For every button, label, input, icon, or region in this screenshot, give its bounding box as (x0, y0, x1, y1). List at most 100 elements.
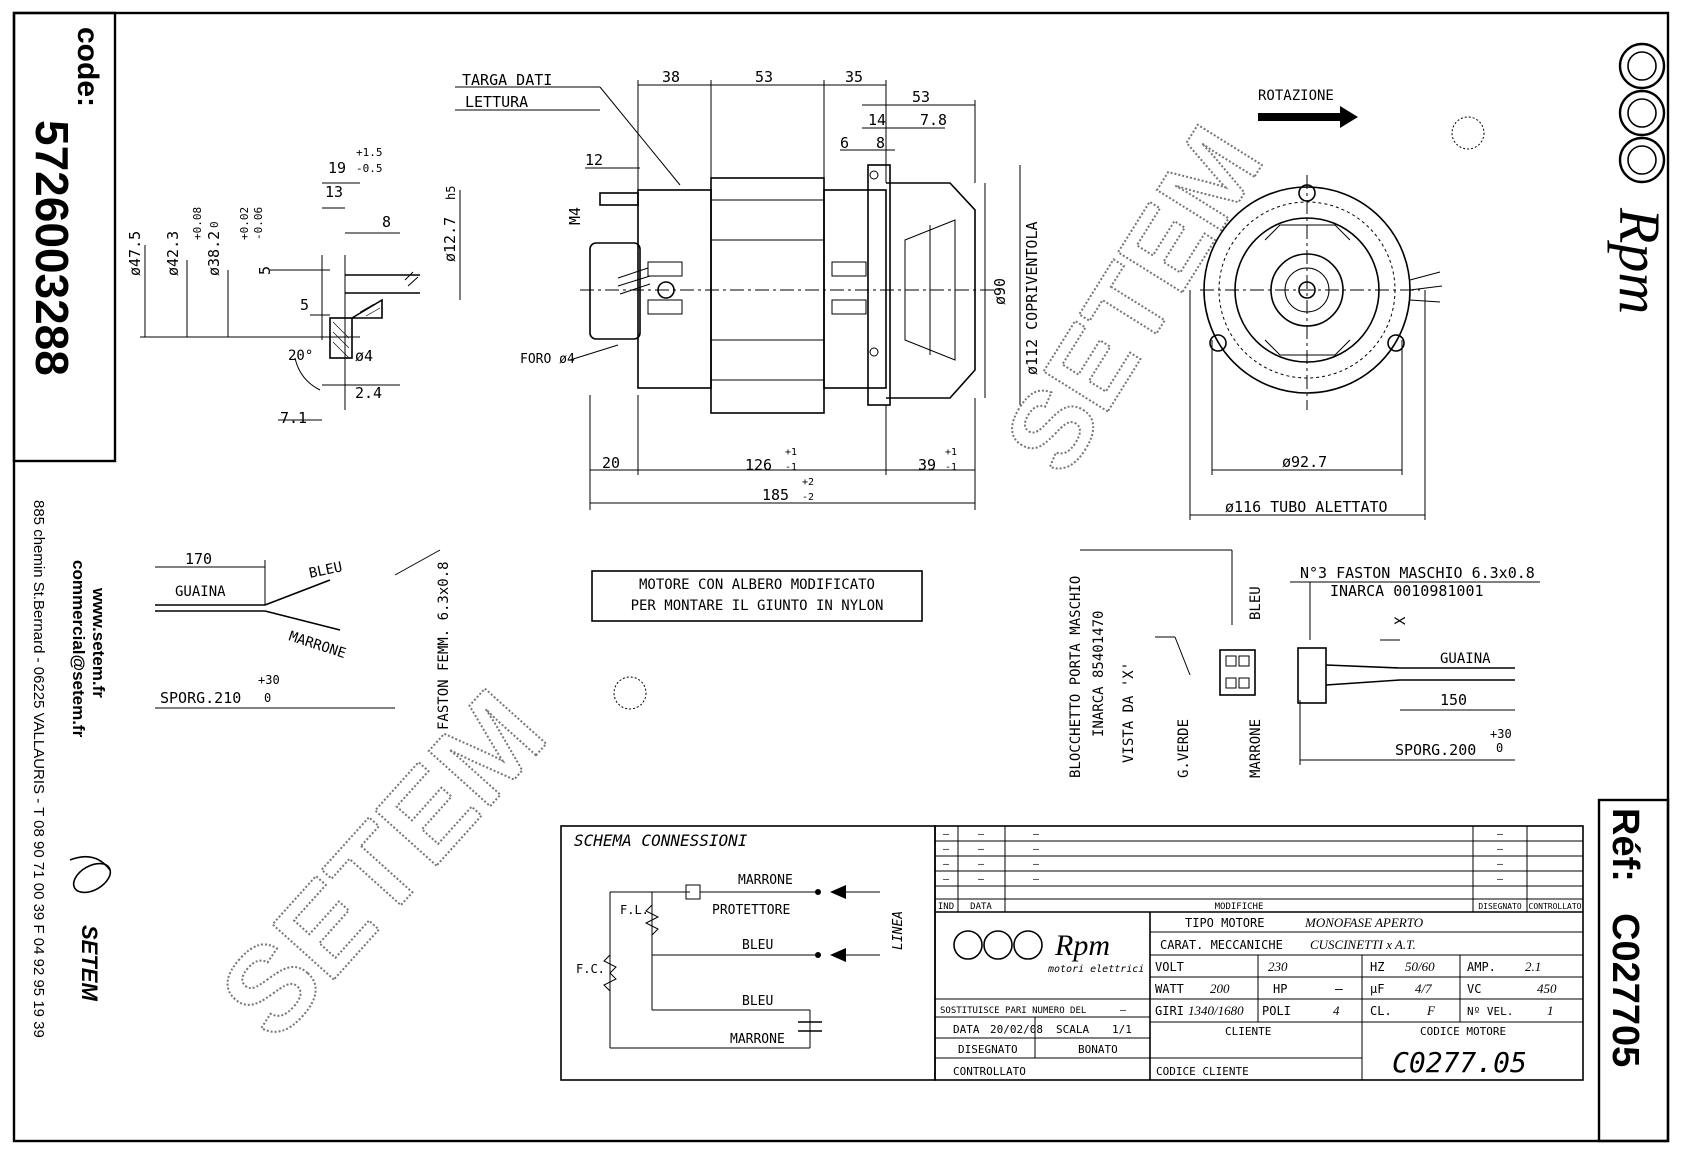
rpm-ring-icon-1 (1618, 42, 1666, 90)
rev-dash-1d: – (1497, 829, 1504, 840)
hp-label: HP (1273, 982, 1287, 996)
title-logo: Rpm motori elettrici (953, 929, 1144, 975)
hz-label: HZ (1370, 960, 1384, 974)
dim-20: 20 (602, 454, 620, 472)
dim-35: 35 (845, 68, 863, 86)
label-x: X (1393, 616, 1409, 625)
label-targa-dati: TARGA DATI (462, 71, 552, 89)
tipo-motore-label: TIPO MOTORE (1185, 916, 1264, 930)
schema-bleu-mid: BLEU (742, 938, 773, 953)
rev-dash-2a: – (943, 844, 950, 855)
rotation-arrow-icon (1258, 106, 1358, 128)
dim-19: 19 (328, 159, 346, 177)
ref-group: Réf: C027705 (1604, 808, 1646, 1067)
rev-dash-4c: – (1033, 874, 1040, 885)
schema-title: SCHEMA CONNESSIONI (574, 831, 748, 850)
rev-dash-3d: – (1497, 859, 1504, 870)
setem-logo: SETEM (69, 855, 112, 1001)
connector-detail: BLOCCHETTO PORTA MASCHIO INARCA 85401470… (1068, 549, 1540, 778)
dim-5-horiz: 5 (300, 296, 309, 314)
website: www.setem.fr (89, 587, 108, 698)
dim-47-5: ø47.5 (126, 231, 144, 276)
resistor-fl-icon (644, 904, 660, 936)
label-marrone-conn: MARRONE (1248, 719, 1264, 778)
cable-sporg-tol-up: +30 (258, 673, 280, 687)
giri-value: 1340/1680 (1188, 1003, 1244, 1018)
disegnato-label: DISEGNATO (958, 1043, 1018, 1056)
dim-53-right: 53 (912, 88, 930, 106)
carat-label: CARAT. MECCANICHE (1160, 938, 1283, 952)
hz-value: 50/60 (1405, 959, 1435, 974)
label-rotazione: ROTAZIONE (1258, 88, 1334, 104)
tol-minus-006: -0.06 (252, 207, 265, 240)
rev-dash-1c: – (1033, 829, 1040, 840)
label-lettura: LETTURA (465, 93, 528, 111)
watermark-text-2: SETEM (195, 666, 571, 1063)
schema-linea: LINEA (891, 911, 906, 950)
dim-12-7: ø12.7 (441, 217, 459, 262)
codice-motore-value: C0277.05 (1392, 1046, 1527, 1079)
scala-value: 1/1 (1112, 1023, 1132, 1036)
cable-guaina: GUAINA (175, 584, 226, 600)
rev-dash-3a: – (943, 859, 950, 870)
rev-dash-1a: – (943, 829, 950, 840)
dim-20-deg: 20° (288, 348, 313, 364)
dim-7-1: 7.1 (280, 409, 307, 427)
ref-box (1597, 798, 1670, 1143)
rev-dash-3b: – (978, 859, 985, 870)
resistor-fc-icon (603, 954, 617, 992)
dim-42-3: ø42.3 (164, 231, 182, 276)
dim-185-tol-dn: -2 (802, 492, 814, 503)
connector-block (1219, 649, 1256, 696)
dim-126-tol-up: +1 (785, 447, 797, 458)
shaft-detail: ø47.5 ø42.3 ø38.2 +0.08 0 +0.02 -0.06 5 … (126, 146, 461, 427)
giri-label: GIRI (1155, 1004, 1184, 1018)
schema-marrone-top: MARRONE (738, 873, 793, 888)
ref-label: Réf: (1604, 808, 1646, 882)
address-group: 885 chemin St.Bernard - 06225 VALLAURIS … (30, 500, 47, 1038)
rev-header-disegnato: DISEGNATO (1478, 902, 1522, 911)
dim-7-8: 7.8 (920, 111, 947, 129)
dim-8-right: 8 (876, 134, 885, 152)
schema-connessioni: SCHEMA CONNESSIONI MARRONE PROTETTORE F.… (560, 825, 936, 1081)
motor-stator (710, 177, 825, 414)
code-label-group: code: (71, 27, 104, 107)
dim-14: 14 (868, 111, 886, 129)
label-inarca-left: INARCA 85401470 (1091, 611, 1107, 737)
label-bleu-conn: BLEU (1248, 586, 1264, 620)
dim-6: 6 (840, 134, 849, 152)
dim-126-tol-dn: -1 (785, 462, 797, 473)
line-arrow-icon-2 (830, 948, 846, 962)
tol-plus-008: +0.08 (191, 207, 204, 240)
rpm-logo-text: Rpm (1607, 207, 1672, 314)
tipo-motore-value: MONOFASE APERTO (1304, 915, 1424, 930)
motor-front-view: ø92.7 ø116 TUBO ALETTATO ROTAZIONE (1189, 88, 1443, 520)
schema-protettore: PROTETTORE (712, 903, 790, 918)
dim-2-4: 2.4 (355, 384, 382, 402)
dim-116: ø116 TUBO ALETTATO (1225, 498, 1388, 516)
sostituisce-label: SOSTITUISCE PARI NUMERO DEL (940, 1006, 1086, 1016)
watt-value: 200 (1210, 981, 1230, 996)
email: commercial@setem.fr (69, 560, 88, 738)
cable-sporg: SPORG.210 (160, 689, 241, 707)
dim-53: 53 (755, 68, 773, 86)
schema-fc: F.C. (576, 962, 605, 976)
email-group: commercial@setem.fr (69, 560, 88, 738)
rev-dash-3c: – (1033, 859, 1040, 870)
cl-label: CL. (1370, 1004, 1392, 1018)
motor-side-view: 38 53 35 53 14 7.8 6 8 12 M4 TARGA DATI … (455, 68, 1041, 510)
label-sporg-right-tol-up: +30 (1490, 727, 1512, 741)
scala-label: SCALA (1056, 1023, 1089, 1036)
tol-zero: 0 (208, 221, 221, 228)
dim-m4: M4 (566, 207, 584, 225)
dim-126: 126 (745, 456, 772, 474)
cable-sporg-tol-dn: 0 (264, 691, 271, 705)
dim-38: 38 (662, 68, 680, 86)
rev-dash-2c: – (1033, 844, 1040, 855)
rev-dash-4a: – (943, 874, 950, 885)
carat-value: CUSCINETTI x A.T. (1310, 937, 1416, 952)
dim-38-2: ø38.2 (205, 231, 223, 276)
code-label: code: (71, 27, 104, 107)
label-gverde: G.VERDE (1176, 719, 1192, 778)
